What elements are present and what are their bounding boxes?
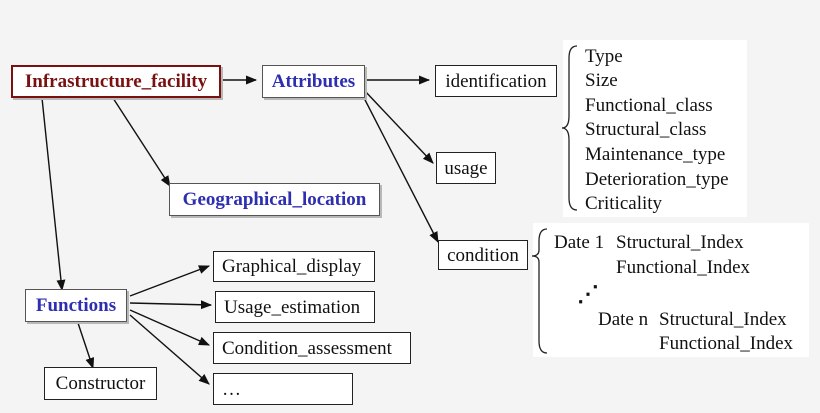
identification-node: identification: [435, 65, 557, 97]
identification-item: Type: [585, 46, 623, 67]
identification-brace: [561, 45, 578, 211]
identification-item: Criticality: [585, 193, 663, 214]
arrow-facility-geolocation: [112, 97, 171, 187]
condition-assessment-node: Condition_assessment: [213, 332, 411, 364]
identification-attributes-panel: Type Size Functional_class Structural_cl…: [561, 40, 747, 217]
constructor-node: Constructor: [44, 367, 157, 400]
condition-node: condition: [438, 240, 528, 270]
condition-date-n-structural-index: Structural_Index: [659, 309, 787, 330]
graphical-display-node: Graphical_display: [213, 251, 375, 282]
usage-node: usage: [436, 152, 496, 184]
functions-node: Functions: [25, 289, 127, 322]
infrastructure-facility-node: Infrastructure_facility: [11, 65, 221, 98]
condition-brace: [531, 228, 548, 354]
arrow-functions-condition-assessment: [129, 309, 211, 346]
arrow-facility-functions: [41, 97, 66, 292]
arrow-attributes-condition: [361, 93, 439, 243]
ellipsis-node: …: [213, 373, 353, 405]
condition-index-panel: Date 1 Structural_Index Functional_Index…: [531, 223, 809, 357]
identification-item: Size: [585, 70, 618, 91]
condition-date-n-label: Date n: [598, 309, 649, 330]
condition-date-1-structural-index: Structural_Index: [616, 232, 744, 253]
arrow-functions-constructor: [77, 322, 95, 370]
condition-date-1-label: Date 1: [554, 232, 605, 253]
identification-item: Structural_class: [585, 119, 707, 140]
condition-date-1-functional-index: Functional_Index: [616, 257, 751, 278]
attributes-node: Attributes: [262, 65, 365, 98]
geographical-location-node: Geographical_location: [169, 183, 380, 216]
identification-item: Deterioration_type: [585, 169, 729, 190]
arrow-functions-ellipsis: [129, 314, 210, 385]
condition-date-n-functional-index: Functional_Index: [659, 333, 794, 354]
identification-item: Functional_class: [585, 95, 713, 116]
arrow-functions-usage-estimation: [129, 300, 213, 310]
condition-dots: ⋰: [577, 281, 599, 306]
usage-estimation-node: Usage_estimation: [215, 291, 375, 323]
arrow-functions-graphical-display: [129, 265, 211, 297]
identification-item: Maintenance_type: [585, 144, 726, 165]
arrow-attributes-usage: [363, 89, 434, 164]
